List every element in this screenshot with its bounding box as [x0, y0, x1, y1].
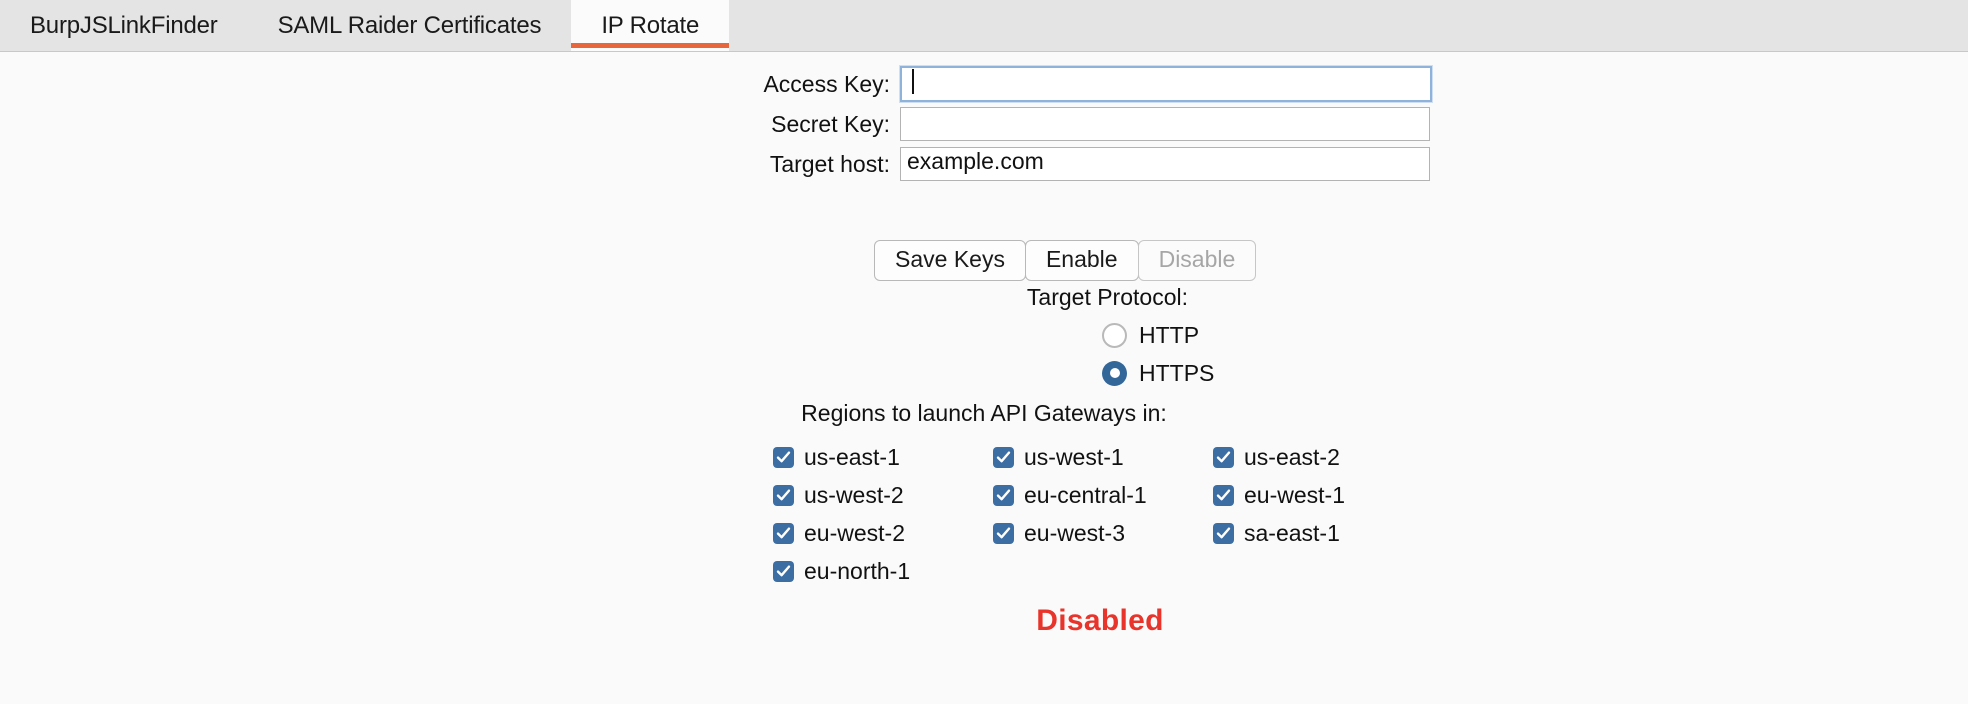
- regions-checkbox-grid: us-east-1 us-west-1 us-east-2 us-west-2: [773, 438, 1433, 590]
- region-label: eu-north-1: [804, 557, 911, 584]
- tab-bar: BurpJSLinkFinder SAML Raider Certificate…: [0, 0, 1968, 52]
- region-label: eu-west-1: [1244, 481, 1345, 508]
- access-key-input[interactable]: [900, 66, 1432, 102]
- target-host-label: Target host:: [769, 150, 890, 177]
- region-checkbox-us-west-2[interactable]: us-west-2: [773, 476, 993, 514]
- checkmark-icon[interactable]: [993, 446, 1014, 468]
- region-checkbox-sa-east-1[interactable]: sa-east-1: [1213, 514, 1433, 552]
- protocol-option-label: HTTPS: [1139, 359, 1215, 386]
- credentials-form: Access Key: Secret Key: Target host: exa…: [0, 64, 1968, 184]
- tab-label: IP Rotate: [601, 11, 700, 39]
- region-label: us-east-2: [1244, 443, 1340, 470]
- target-host-row: Target host: example.com: [0, 144, 1968, 184]
- tab-saml-raider-certificates[interactable]: SAML Raider Certificates: [247, 0, 572, 51]
- protocol-option-http[interactable]: HTTP: [1102, 316, 1214, 354]
- status-text: Disabled: [1036, 604, 1164, 637]
- target-protocol-label: Target Protocol:: [1026, 284, 1188, 310]
- region-checkbox-eu-west-2[interactable]: eu-west-2: [773, 514, 993, 552]
- region-checkbox-eu-west-1[interactable]: eu-west-1: [1213, 476, 1433, 514]
- checkmark-icon[interactable]: [773, 522, 794, 544]
- region-checkbox-us-east-1[interactable]: us-east-1: [773, 438, 993, 476]
- region-label: us-west-2: [804, 481, 904, 508]
- region-label: eu-west-2: [804, 519, 905, 546]
- region-checkbox-us-east-2[interactable]: us-east-2: [1213, 438, 1433, 476]
- ip-rotate-panel: Access Key: Secret Key: Target host: exa…: [0, 52, 1968, 704]
- region-checkbox-eu-west-3[interactable]: eu-west-3: [993, 514, 1213, 552]
- protocol-option-label: HTTP: [1139, 321, 1200, 348]
- access-key-row: Access Key:: [0, 64, 1968, 104]
- save-keys-button[interactable]: Save Keys: [874, 240, 1026, 281]
- access-key-label: Access Key:: [763, 70, 890, 97]
- text-caret: [912, 69, 914, 95]
- region-label: us-west-1: [1024, 443, 1124, 470]
- checkmark-icon[interactable]: [1213, 446, 1234, 468]
- action-buttons: Save Keys Enable Disable: [874, 240, 1257, 281]
- radio-unselected-icon[interactable]: [1102, 322, 1127, 348]
- secret-key-row: Secret Key:: [0, 104, 1968, 144]
- checkmark-icon[interactable]: [993, 522, 1014, 544]
- target-host-value: example.com: [907, 148, 1044, 174]
- region-checkbox-us-west-1[interactable]: us-west-1: [993, 438, 1213, 476]
- region-label: eu-west-3: [1024, 519, 1125, 546]
- secret-key-label: Secret Key:: [771, 110, 890, 137]
- checkmark-icon[interactable]: [773, 560, 794, 582]
- tab-label: SAML Raider Certificates: [277, 11, 542, 39]
- protocol-option-https[interactable]: HTTPS: [1102, 354, 1214, 392]
- secret-key-input[interactable]: [900, 107, 1430, 141]
- region-label: sa-east-1: [1244, 519, 1340, 546]
- checkmark-icon[interactable]: [993, 484, 1014, 506]
- tab-ip-rotate[interactable]: IP Rotate: [571, 0, 730, 51]
- checkmark-icon[interactable]: [773, 446, 794, 468]
- target-host-input[interactable]: example.com: [900, 147, 1430, 181]
- enable-button[interactable]: Enable: [1024, 240, 1139, 281]
- region-checkbox-eu-north-1[interactable]: eu-north-1: [773, 552, 993, 590]
- tab-label: BurpJSLinkFinder: [30, 11, 218, 39]
- disable-button: Disable: [1137, 240, 1257, 281]
- target-protocol-radio-group: HTTP HTTPS: [1102, 316, 1214, 392]
- checkmark-icon[interactable]: [1213, 522, 1234, 544]
- checkmark-icon[interactable]: [1213, 484, 1234, 506]
- radio-selected-icon[interactable]: [1102, 360, 1127, 386]
- checkmark-icon[interactable]: [773, 484, 794, 506]
- region-checkbox-eu-central-1[interactable]: eu-central-1: [993, 476, 1213, 514]
- region-label: us-east-1: [804, 443, 900, 470]
- region-label: eu-central-1: [1024, 481, 1147, 508]
- regions-heading: Regions to launch API Gateways in:: [801, 400, 1167, 426]
- tab-burpjslinkfinder[interactable]: BurpJSLinkFinder: [0, 0, 248, 51]
